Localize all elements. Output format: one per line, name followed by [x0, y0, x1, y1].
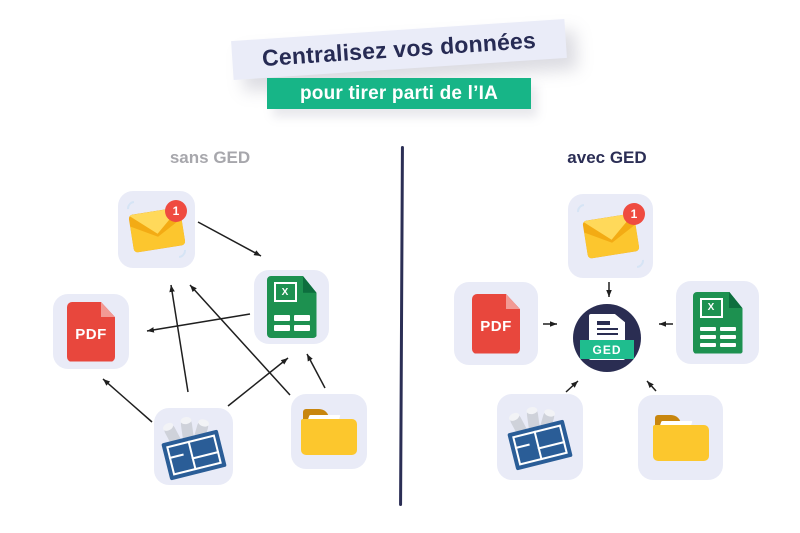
excel-icon: X [692, 291, 743, 354]
page-fold [303, 276, 317, 293]
arrow-email-to-excel [197, 221, 262, 257]
excel-card-right: X [676, 281, 759, 364]
excel-x-box: X [699, 297, 723, 318]
pdf-card-right: PDF [454, 282, 538, 365]
arrow-plans-to-pdf [102, 378, 153, 423]
excel-icon: X [266, 276, 317, 338]
title-text: Centralisez vos données [261, 26, 537, 72]
ged-hub-icon: GED [573, 304, 641, 372]
notification-badge: 1 [623, 203, 645, 225]
vertical-divider [399, 145, 404, 507]
email-card-right: 1 [568, 194, 653, 278]
subtitle-banner: pour tirer parti de l’IA [267, 78, 531, 109]
shake-mark-icon [625, 249, 648, 272]
blueprint-icon [507, 406, 573, 471]
blueprint-icon [160, 416, 227, 480]
left-panel-label: sans GED [169, 148, 251, 167]
folder-icon [301, 408, 357, 455]
blueprint-card-right [497, 394, 583, 480]
pdf-card-left: PDF [53, 294, 129, 369]
subtitle-text: pour tirer parti de l’IA [300, 82, 498, 104]
arrow-folder-to-excel [306, 353, 326, 389]
arrow-plans-to-email [169, 284, 189, 393]
folder-card-left [291, 394, 367, 469]
right-panel-label: avec GED [567, 148, 647, 167]
folder-icon [652, 414, 709, 461]
pdf-label: PDF [75, 325, 107, 343]
page-fold [729, 291, 743, 309]
ged-label: GED [580, 340, 634, 359]
pdf-label: PDF [480, 317, 512, 335]
page-fold [505, 293, 520, 310]
arrow-folder-to-ged [646, 380, 657, 392]
excel-x-box: X [273, 282, 297, 302]
arrow-plans-to-ged [565, 380, 579, 393]
folder-card-right [638, 395, 723, 480]
arrow-excel-to-pdf [146, 313, 251, 333]
title-banner: Centralisez vos données [231, 18, 567, 81]
pdf-icon: PDF [472, 293, 520, 354]
excel-card-left: X [254, 270, 329, 344]
email-card-left: 1 [118, 191, 195, 268]
pdf-icon: PDF [67, 301, 115, 362]
page-fold [100, 301, 115, 318]
blueprint-card-left [154, 408, 233, 485]
notification-badge: 1 [165, 200, 187, 222]
arrow-plans-to-excel [227, 357, 289, 407]
